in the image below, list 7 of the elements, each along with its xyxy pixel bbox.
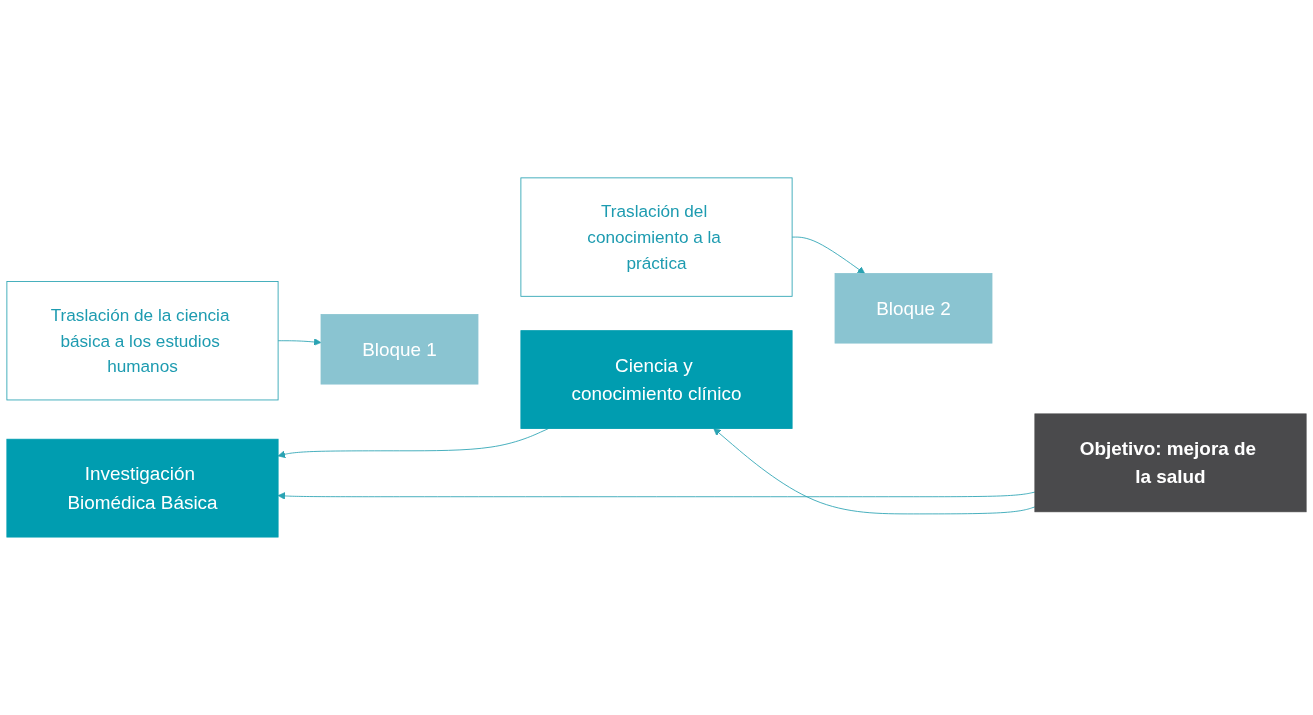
node-box: Bloque 2 — [834, 273, 993, 344]
node-box: Investigación Biomédica Básica — [6, 438, 279, 538]
node-box: Ciencia y conocimiento clínico — [520, 330, 793, 429]
node-box: Bloque 1 — [320, 314, 479, 385]
node-box: Traslación de la ciencia básica a los estudios humanos — [6, 281, 279, 401]
node-box: Traslación del conocimiento a la práctica — [520, 177, 793, 297]
node-box: Objetivo: mejora de la salud — [1034, 413, 1307, 513]
